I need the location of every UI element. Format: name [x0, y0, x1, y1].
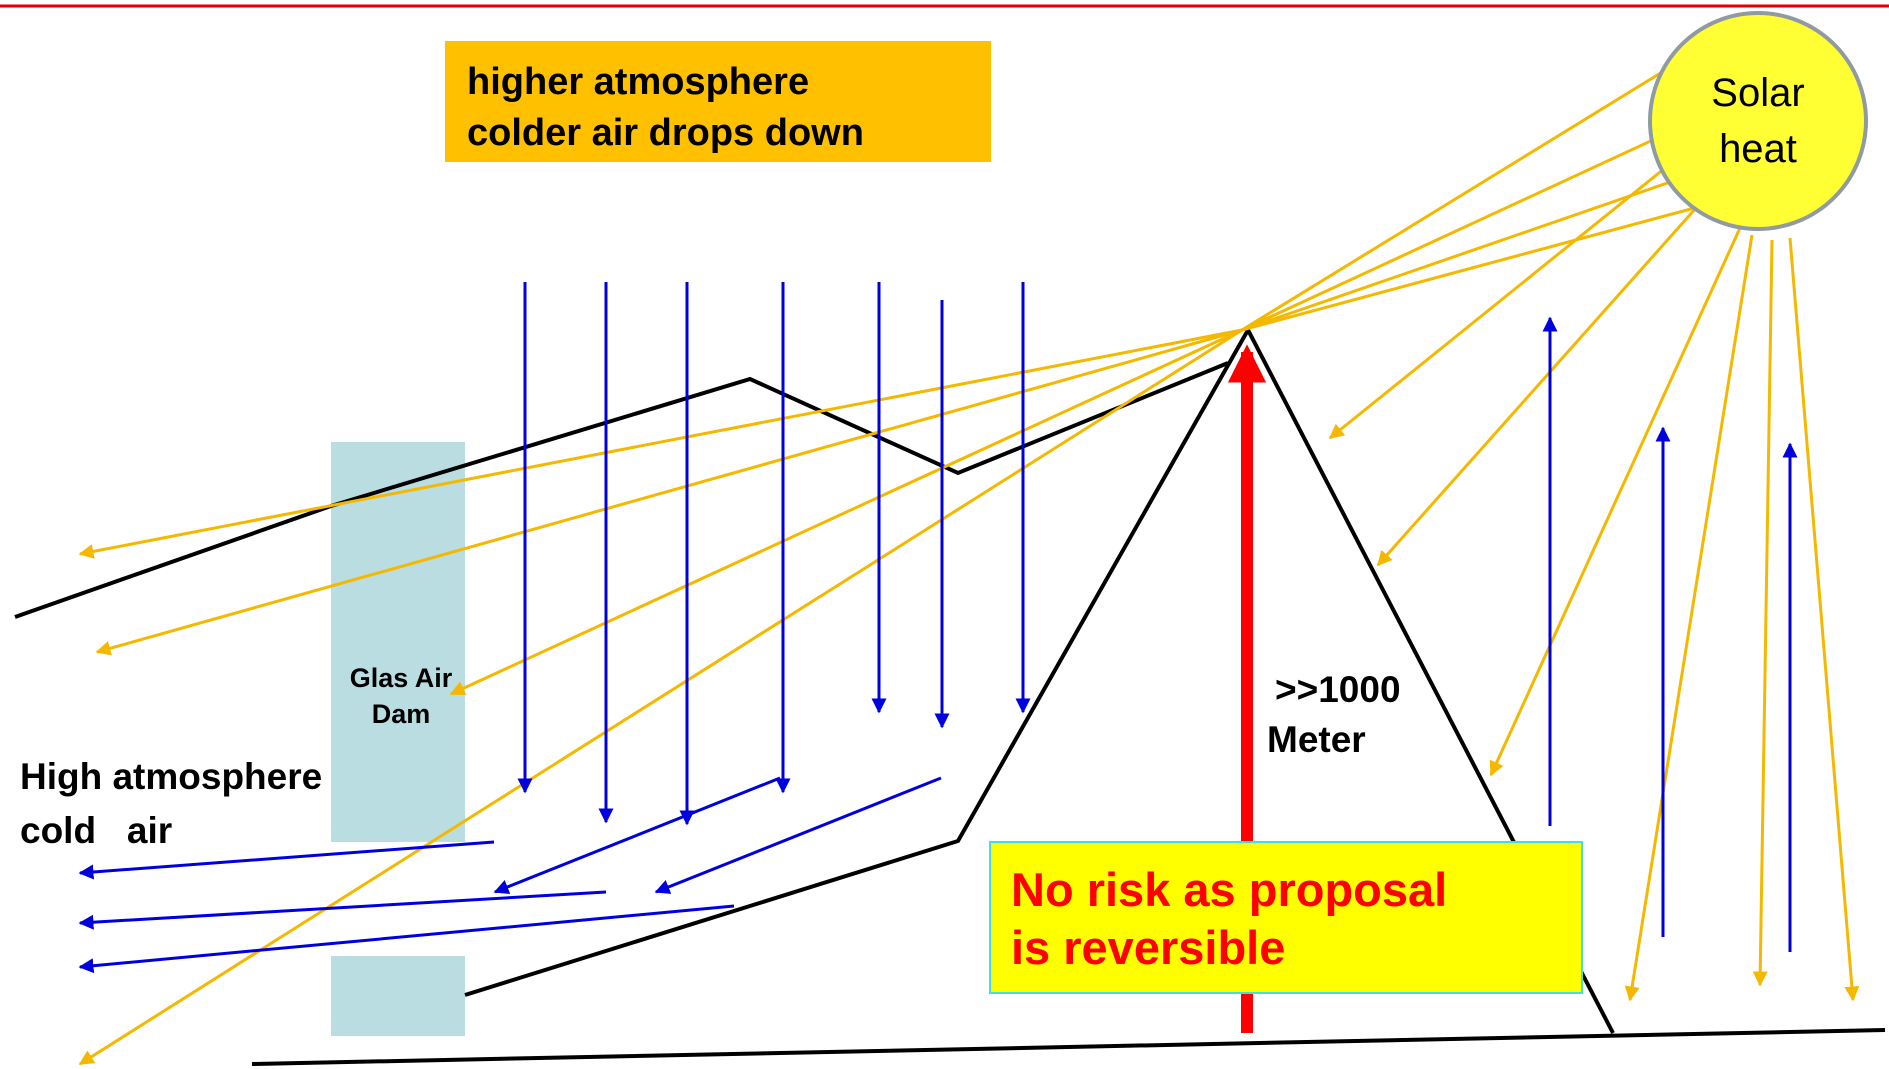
cold-air-arrow-out [78, 890, 607, 930]
solar-ray [1624, 234, 1754, 1002]
solar-ray [1241, 131, 1669, 332]
solar-ray [1752, 239, 1774, 987]
solar-ray [449, 328, 1243, 696]
solar-ray [1328, 158, 1676, 440]
solar-ray [1788, 237, 1860, 1002]
ground-line [251, 1028, 1886, 1066]
left-ridge-line [14, 361, 1229, 619]
dam-label-line-2: Dam [371, 699, 431, 729]
descending-cold-air [517, 282, 1031, 826]
height-label-line-2: Meter [1267, 719, 1366, 760]
risk-note-box: No risk as proposal is reversible [989, 841, 1583, 994]
height-label: >>1000 Meter [1267, 665, 1401, 765]
mountain-outline [464, 325, 1615, 1034]
solar-ray [1376, 207, 1698, 567]
solar-ray [78, 328, 1243, 1066]
dam-label-line-1: Glas Air [349, 663, 453, 693]
solar-ray [1241, 178, 1677, 332]
rising-warm-air [1542, 316, 1798, 952]
glass-air-dam-base [331, 956, 465, 1036]
glass-air-dam [331, 442, 465, 842]
risk-note-line-1: No risk as proposal [1011, 863, 1448, 916]
cold-air-label: High atmosphere cold air [20, 750, 322, 858]
solar-ray [1241, 56, 1686, 332]
solar-ray [78, 328, 1243, 559]
cold-air-arrow-out [78, 840, 495, 880]
solar-ray [1489, 227, 1742, 777]
sun-label-line-1: Solar [1711, 71, 1805, 115]
sun-label-line-2: heat [1719, 127, 1797, 171]
cold-air-label-line-1: High atmosphere [20, 756, 323, 797]
cold-air-arrow-out [78, 904, 735, 974]
cold-air-arrow-out [654, 776, 942, 894]
solar-rays [78, 56, 1860, 1066]
cold-air-arrow-out [493, 776, 781, 894]
sun-icon: Solar heat [1648, 11, 1868, 231]
header-text-box: higher atmosphere colder air drops down [445, 41, 991, 162]
solar-ray [1241, 205, 1699, 332]
header-line-1: higher atmosphere [467, 61, 810, 103]
cold-air-label-line-2: cold air [20, 810, 173, 851]
terrain [14, 325, 1886, 1066]
outflowing-cold-air [78, 776, 942, 974]
solar-ray [95, 328, 1243, 656]
dam-label: Glas Air Dam [333, 660, 469, 732]
header-line-2: colder air drops down [467, 112, 864, 154]
risk-note-line-2: is reversible [1011, 921, 1286, 974]
height-label-line-1: >>1000 [1275, 669, 1401, 710]
